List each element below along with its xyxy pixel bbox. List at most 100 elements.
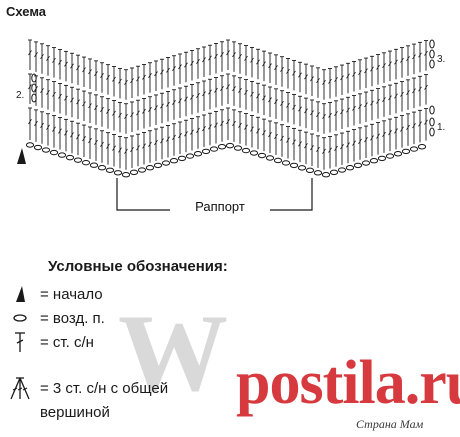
double-crochet-icon: [6, 331, 34, 353]
foundation-chain-stitch: [57, 152, 67, 158]
foundation-chain-stitch: [169, 158, 179, 164]
row1-double-crochet: [190, 129, 194, 135]
row2-double-crochet: [388, 95, 392, 101]
row3-double-crochet: [40, 54, 44, 60]
foundation-chain-stitch: [153, 162, 163, 169]
foundation-chain-stitch: [353, 162, 363, 169]
row1-double-crochet: [232, 120, 236, 127]
row3-double-crochet: [256, 59, 260, 65]
row2-double-crochet: [208, 89, 212, 95]
row1-double-crochet: [202, 125, 206, 132]
row3-double-crochet: [352, 71, 356, 77]
legend-item-start: = начало: [6, 283, 103, 305]
watermark-w: W: [118, 292, 228, 414]
row3-double-crochet: [100, 73, 104, 78]
row1-double-crochet: [364, 137, 368, 143]
row3-double-crochet: [46, 55, 50, 61]
row1-double-crochet: [322, 148, 326, 154]
row2-double-crochet: [226, 84, 230, 90]
row1-double-crochet: [70, 132, 74, 138]
row1-double-crochet: [28, 118, 32, 125]
row3-double-crochet: [82, 67, 86, 73]
row1-double-crochet: [184, 131, 188, 137]
row1-double-crochet: [148, 141, 152, 147]
row1-double-crochet: [196, 127, 200, 133]
row3-double-crochet: [250, 57, 254, 63]
row3-double-crochet: [364, 68, 368, 74]
row2-double-crochet: [238, 87, 242, 93]
row3-double-crochet: [370, 66, 374, 72]
row1-double-crochet: [46, 124, 50, 130]
foundation-chain-stitch: [137, 167, 147, 173]
row3-double-crochet: [112, 76, 116, 82]
row2-double-crochet: [148, 106, 152, 112]
row2-double-crochet: [82, 101, 86, 107]
row2-double-crochet: [346, 107, 350, 113]
foundation-chain-stitch: [377, 155, 387, 162]
row2-double-crochet: [142, 108, 146, 114]
foundation-chain-stitch: [49, 149, 59, 156]
row1-double-crochet: [382, 131, 386, 138]
row1-double-crochet: [370, 135, 374, 141]
foundation-chain-stitch: [177, 155, 187, 162]
row1-double-crochet: [112, 145, 116, 151]
foundation-chain-stitch: [201, 148, 211, 155]
row1-double-crochet: [220, 120, 224, 126]
foundation-chain-stitch: [25, 142, 35, 148]
row3-double-crochet: [214, 53, 218, 59]
row2-double-crochet: [406, 90, 410, 96]
start-marker-icon: [17, 148, 26, 164]
row3-double-crochet: [412, 54, 416, 60]
row3-double-crochet: [340, 75, 344, 81]
row2-double-crochet: [364, 102, 368, 108]
row2-double-crochet: [376, 98, 380, 104]
row2-double-crochet: [298, 106, 302, 112]
row2-double-crochet: [184, 96, 188, 102]
row3-double-crochet: [316, 78, 320, 84]
row3-double-crochet: [274, 65, 278, 71]
row3-double-crochet: [28, 50, 32, 56]
row1-double-crochet: [352, 140, 356, 146]
row1-double-crochet: [208, 124, 212, 130]
row1-double-crochet: [76, 134, 80, 140]
row2-double-crochet: [358, 104, 362, 110]
row3-double-crochet: [70, 63, 74, 69]
row2-double-crochet: [106, 108, 110, 114]
row2-double-crochet: [136, 110, 140, 116]
row1-double-crochet: [256, 128, 260, 134]
row2-double-crochet: [352, 105, 356, 111]
turning-chain-stitch: [429, 49, 435, 59]
row2-double-crochet: [412, 88, 416, 94]
row3-double-crochet: [334, 77, 338, 83]
three-dc-together-icon: [6, 377, 34, 400]
row2-double-crochet: [322, 113, 326, 119]
foundation-chain-stitch: [97, 165, 107, 171]
start-triangle-icon: [6, 283, 34, 305]
row3-double-crochet: [238, 53, 242, 59]
row2-double-crochet: [52, 91, 56, 97]
row3-double-crochet: [166, 67, 170, 73]
rapport-label: Раппорт: [195, 199, 245, 214]
foundation-chain-stitch: [265, 155, 275, 161]
foundation-chain-stitch: [369, 158, 379, 164]
row3-double-crochet: [280, 66, 284, 72]
row3-double-crochet: [184, 62, 188, 68]
row-label-3: 3.: [437, 54, 446, 65]
row1-double-crochet: [160, 138, 164, 144]
row1-double-crochet: [304, 143, 308, 149]
foundation-chain-stitch: [73, 157, 83, 163]
row1-double-crochet: [274, 133, 278, 140]
row3-double-crochet: [310, 76, 314, 82]
foundation-chain-stitch: [233, 145, 243, 151]
row2-double-crochet: [28, 84, 32, 90]
row3-double-crochet: [94, 71, 98, 77]
row3-double-crochet: [202, 57, 206, 63]
row2-double-crochet: [214, 87, 218, 93]
row3-double-crochet: [226, 50, 230, 56]
row2-double-crochet: [172, 100, 176, 105]
row1-double-crochet: [334, 145, 338, 152]
row2-double-crochet: [286, 102, 290, 108]
foundation-chain-stitch: [81, 159, 91, 166]
row2-double-crochet: [58, 93, 62, 99]
foundation-chain-stitch: [33, 144, 43, 151]
